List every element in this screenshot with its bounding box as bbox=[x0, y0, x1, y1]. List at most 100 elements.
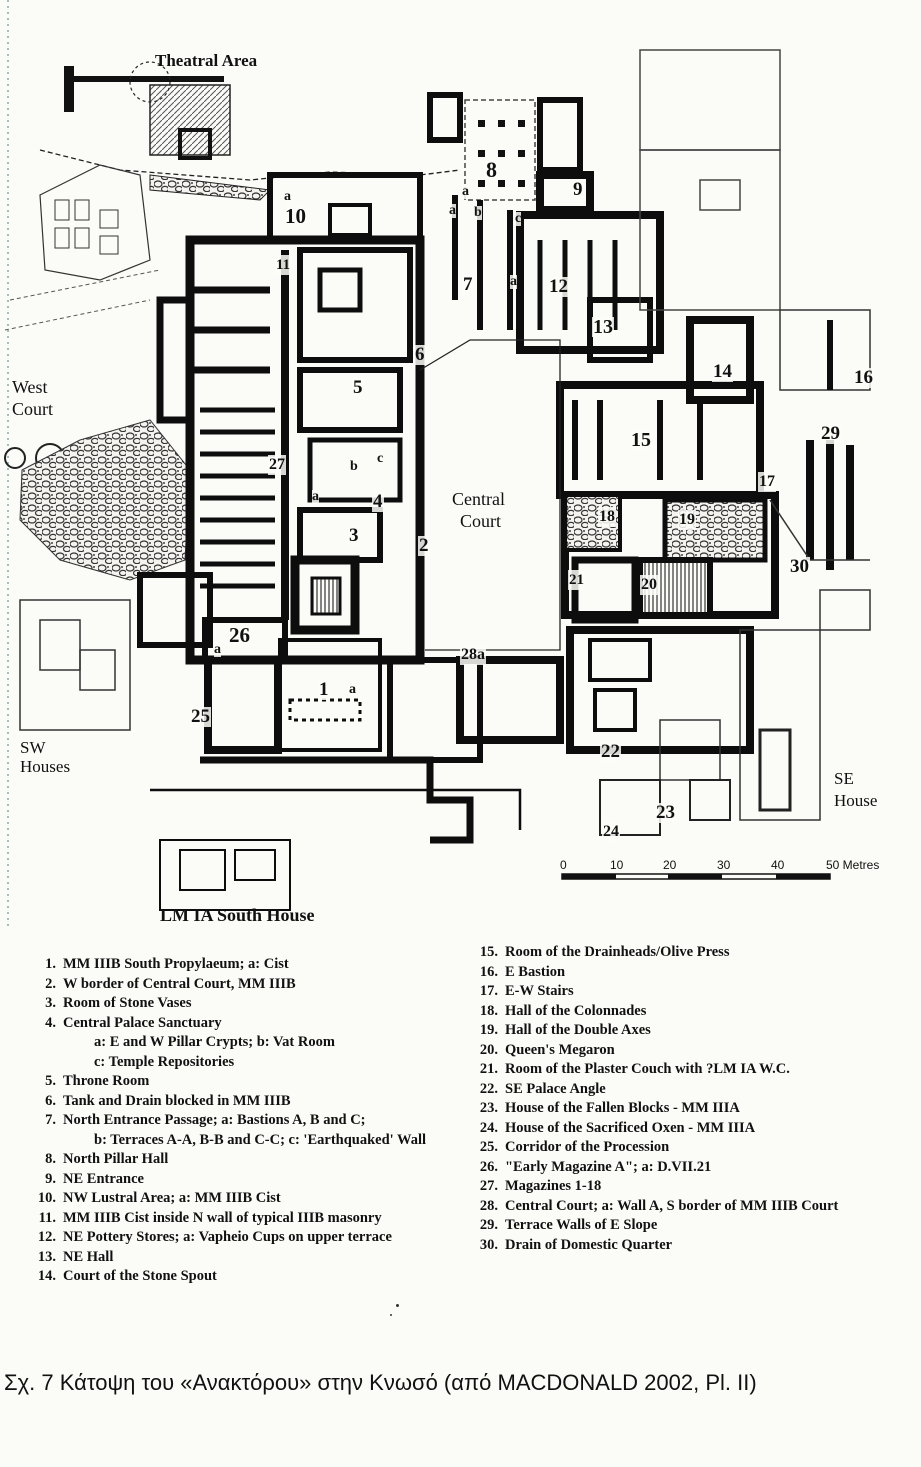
room-number-12: 12 bbox=[548, 276, 569, 297]
legend-entry-text: Throne Room bbox=[63, 1073, 150, 1089]
east-wing-drawing bbox=[516, 49, 871, 836]
central-court-outline bbox=[419, 339, 561, 651]
room-number-27: 27 bbox=[268, 455, 286, 475]
legend-entry: 4.Central Palace Sanctuary bbox=[30, 1014, 426, 1034]
sub-letter-10a: a bbox=[284, 189, 291, 204]
legend-entry: 17.E-W Stairs bbox=[472, 982, 838, 1002]
legend-entry-text: c: Temple Repositories bbox=[94, 1053, 235, 1070]
figure-caption: Σχ. 7 Κάτοψη του «Ανακτόρου» στην Κνωσό … bbox=[4, 1370, 757, 1395]
legend-entry-text: NE Hall bbox=[63, 1248, 114, 1265]
legend-entry-number: 22. bbox=[479, 1080, 498, 1097]
room-number-18: 18 bbox=[598, 507, 616, 527]
legend-entry-text: Drain of Domestic Quarter bbox=[505, 1236, 673, 1253]
legend-entry-text: Central Court; a: Wall A, S border of MM… bbox=[505, 1197, 839, 1214]
legend-entry: 22. SE Palace Angle bbox=[472, 1080, 838, 1100]
room-number-1: 1 bbox=[318, 679, 330, 700]
se-house-label-line1: SE bbox=[834, 769, 854, 788]
legend-entry: 7.North Entrance Passage; a: Bastions A,… bbox=[30, 1111, 426, 1131]
room-number-17: 17 bbox=[758, 472, 776, 492]
room-number-4: 4 bbox=[372, 491, 384, 512]
legend-entry-text: NE Entrance bbox=[63, 1170, 144, 1187]
legend-entry: b: Terraces A-A, B-B and C-C; c: 'Earthq… bbox=[30, 1131, 426, 1151]
legend-entry: 29.Terrace Walls of E Slope bbox=[472, 1216, 838, 1236]
legend-entry-number: 16. bbox=[479, 963, 498, 980]
legend-entry-text: SE Palace Angle bbox=[505, 1080, 606, 1097]
legend-entry-text: MM IIIB South Propylaeum; a: Cist bbox=[63, 956, 289, 972]
legend-entry-number: 13. bbox=[37, 1248, 56, 1265]
legend-entry-number: 3. bbox=[45, 995, 56, 1011]
room-number-26: 26 bbox=[228, 623, 251, 647]
legend-entry-text: House of the Fallen Blocks - MM IIIA bbox=[505, 1100, 740, 1116]
legend-entry: 9. NE Entrance bbox=[30, 1170, 426, 1190]
legend-entry-text: NW Lustral Area; a: MM IIIB Cist bbox=[63, 1190, 281, 1206]
scale-tick-30: 30 bbox=[717, 858, 731, 872]
legend-entry-number: 9. bbox=[45, 1170, 56, 1187]
room-number-3: 3 bbox=[348, 525, 360, 546]
sub-letter-7a-2: a bbox=[462, 184, 469, 199]
room-number-15: 15 bbox=[630, 429, 652, 451]
sub-letter-4a: a bbox=[312, 489, 319, 504]
legend-entry-text: Queen's Megaron bbox=[505, 1041, 615, 1058]
legend-entry-number: 20. bbox=[479, 1041, 498, 1058]
room-number-25: 25 bbox=[190, 706, 211, 727]
scale-tick-10: 10 bbox=[610, 858, 624, 872]
south-house-label: LM IA South House bbox=[160, 905, 315, 925]
legend-entry-text: Tank and Drain blocked in MM IIIB bbox=[63, 1092, 291, 1109]
legend-entry-text: Corridor of the Procession bbox=[505, 1139, 670, 1155]
legend-entry-number: 28. bbox=[479, 1197, 498, 1214]
scale-tick-50: 50 Metres bbox=[826, 858, 880, 872]
legend-entry-text: North Entrance Passage; a: Bastions A, B… bbox=[63, 1112, 366, 1128]
room-number-30: 30 bbox=[789, 556, 810, 577]
scan-speck bbox=[396, 1304, 399, 1307]
sub-letter-26a: a bbox=[214, 642, 221, 657]
legend-entry: 26."Early Magazine A"; a: D.VII.21 bbox=[472, 1158, 838, 1178]
legend-entry-text: Court of the Stone Spout bbox=[63, 1268, 217, 1284]
room-number-5: 5 bbox=[352, 377, 364, 398]
scan-speck bbox=[390, 1314, 392, 1316]
legend-entry-number: 10. bbox=[37, 1190, 56, 1206]
legend-entry-text: Hall of the Double Axes bbox=[505, 1022, 651, 1038]
west-court-label-line1: West bbox=[12, 377, 48, 397]
legend-entry: 23. House of the Fallen Blocks - MM IIIA bbox=[472, 1099, 838, 1119]
sw-houses-label-line2: Houses bbox=[20, 757, 71, 776]
legend-entry: a: E and W Pillar Crypts; b: Vat Room bbox=[30, 1033, 426, 1053]
north-wing-drawing bbox=[427, 92, 594, 330]
legend-entry-text: Magazines 1-18 bbox=[505, 1178, 602, 1194]
legend-entry-number: 29. bbox=[479, 1217, 498, 1233]
south-wing-drawing bbox=[19, 572, 564, 911]
sub-letter-7b: b bbox=[474, 205, 482, 220]
room-number-9: 9 bbox=[572, 179, 584, 200]
legend-entry-number: 24. bbox=[479, 1119, 498, 1136]
legend-entry-text: "Early Magazine A"; a: D.VII.21 bbox=[505, 1158, 712, 1175]
legend-entry-number: 8. bbox=[45, 1151, 56, 1167]
legend-entry: 5. Throne Room bbox=[30, 1072, 426, 1092]
legend-entry-text: Room of the Plaster Couch with ?LM IA W.… bbox=[505, 1061, 790, 1077]
room-number-10: 10 bbox=[284, 204, 307, 228]
scale-tick-20: 20 bbox=[663, 858, 677, 872]
legend-entry-number: 23. bbox=[479, 1100, 498, 1116]
room-number-2: 2 bbox=[418, 535, 430, 556]
legend-entry-number: 12. bbox=[37, 1229, 56, 1245]
legend-entry-text: E-W Stairs bbox=[505, 983, 574, 999]
legend-entry: 1.MM IIIB South Propylaeum; a: Cist bbox=[30, 955, 426, 975]
legend-entry: 18.Hall of the Colonnades bbox=[472, 1002, 838, 1022]
legend-entry: 30.Drain of Domestic Quarter bbox=[472, 1236, 838, 1256]
legend-entry: 16.E Bastion bbox=[472, 963, 838, 983]
room-number-14: 14 bbox=[712, 361, 733, 382]
legend-entry-text: b: Terraces A-A, B-B and C-C; c: 'Earthq… bbox=[94, 1131, 427, 1148]
sub-letter-7a: a bbox=[449, 203, 456, 218]
room-number-29: 29 bbox=[820, 423, 841, 444]
room-number-13: 13 bbox=[592, 316, 614, 338]
room-number-7: 7 bbox=[462, 274, 474, 295]
legend-entry-text: House of the Sacrificed Oxen - MM IIIA bbox=[505, 1119, 756, 1136]
legend-entry-number: 27. bbox=[479, 1178, 498, 1194]
sub-letter-4c: c bbox=[377, 451, 384, 466]
legend-entry: 21.Room of the Plaster Couch with ?LM IA… bbox=[472, 1060, 838, 1080]
legend-entry-text: Room of the Drainheads/Olive Press bbox=[505, 944, 730, 960]
legend-entry-number: 4. bbox=[45, 1014, 56, 1031]
legend-entry-number: 5. bbox=[45, 1073, 56, 1089]
room-number-21: 21 bbox=[568, 570, 585, 590]
legend-entry: 25.Corridor of the Procession bbox=[472, 1138, 838, 1158]
central-court-label-line1: Central bbox=[452, 489, 505, 509]
